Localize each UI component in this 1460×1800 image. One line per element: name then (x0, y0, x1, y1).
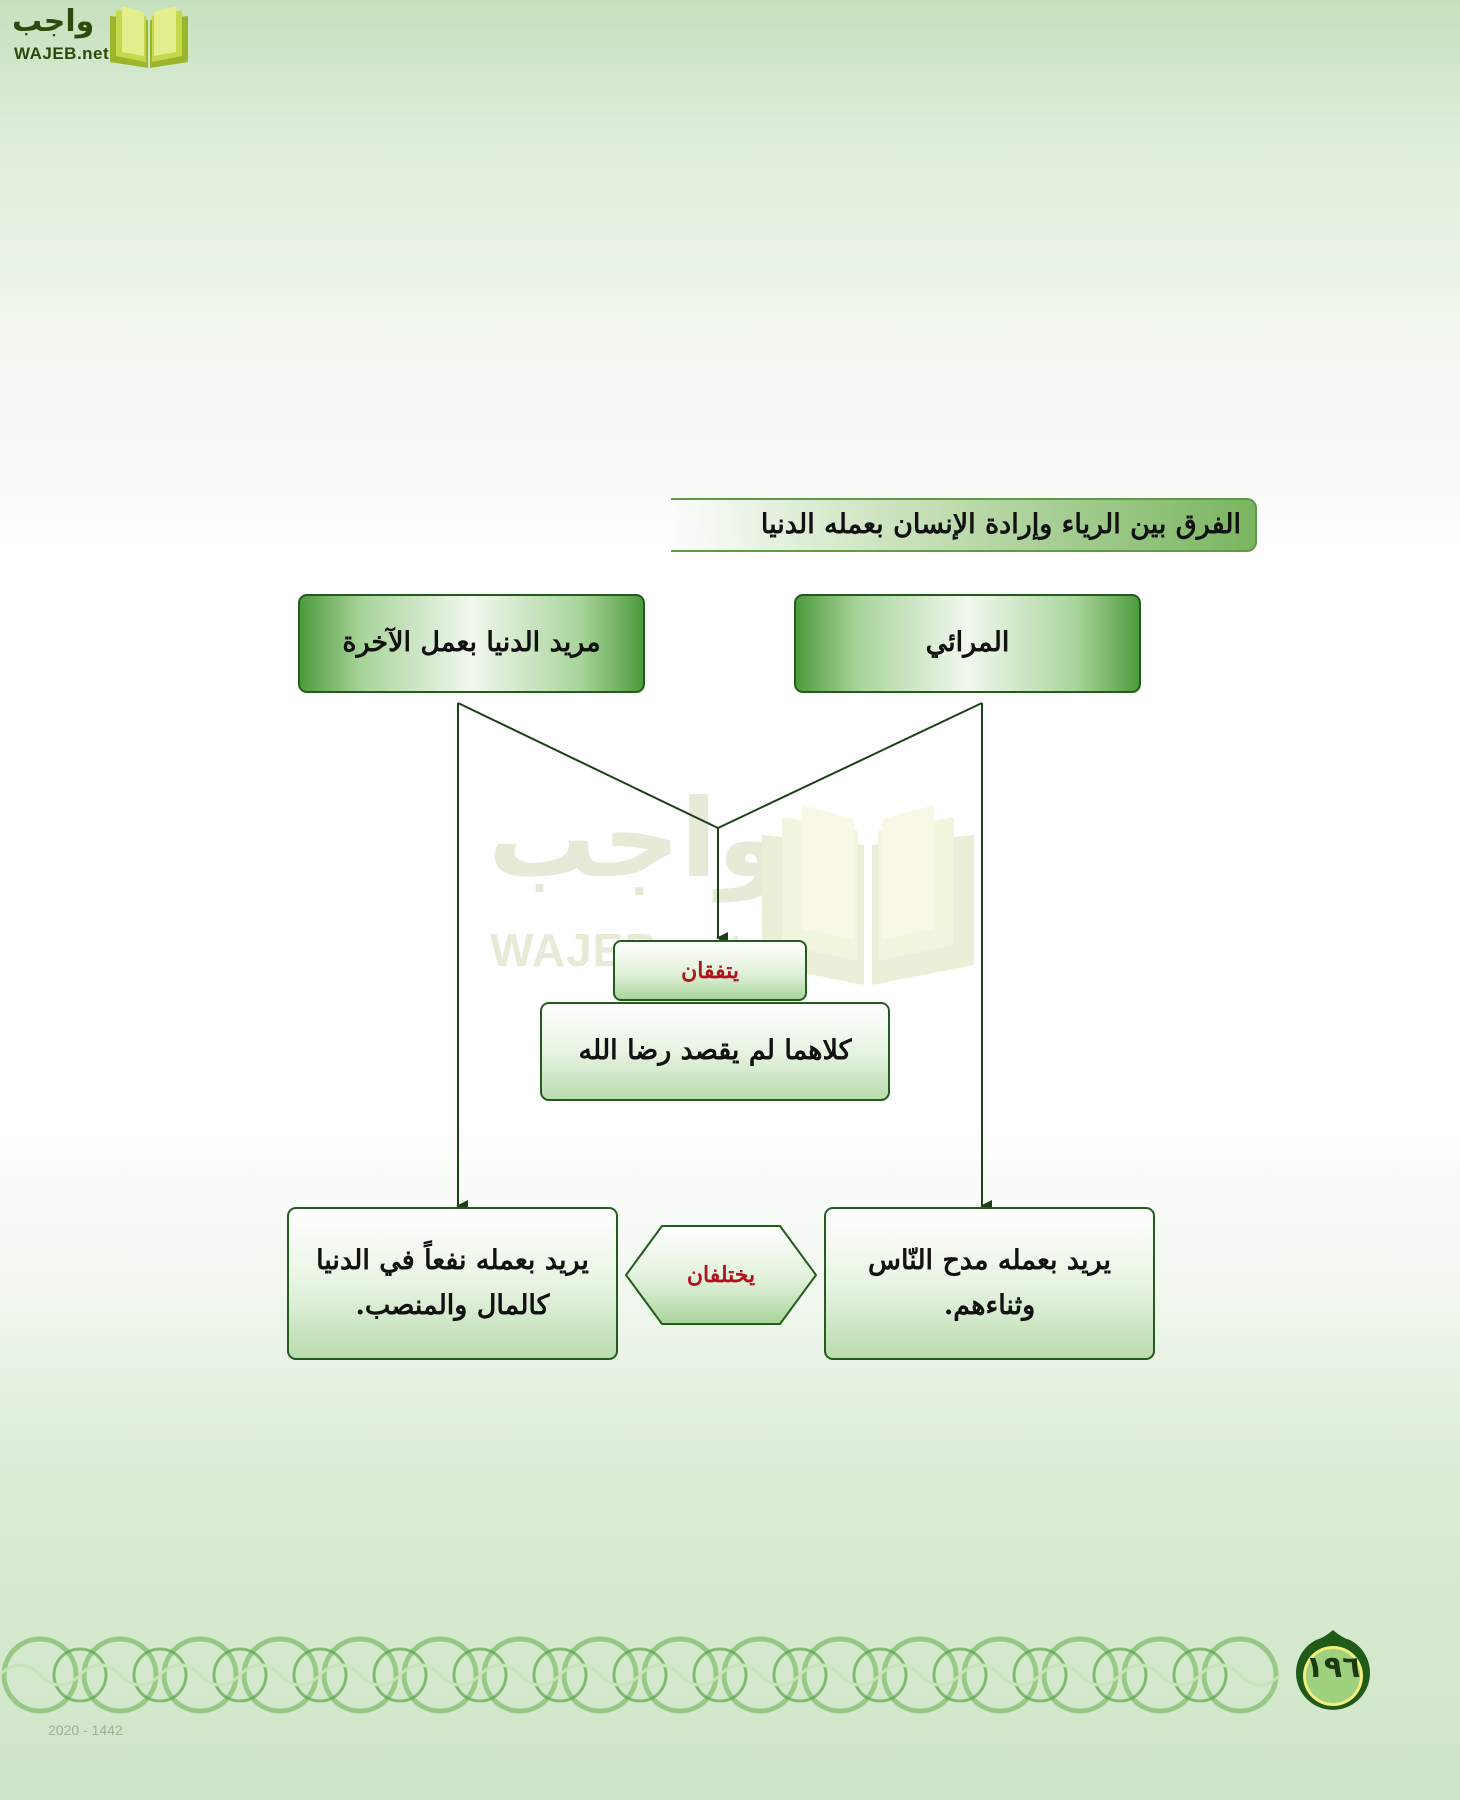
page-number-badge: ١٩٦ (1290, 1628, 1376, 1714)
differ-hexagon (624, 1225, 818, 1325)
node-worldly-label: مريد الدنيا بعمل الآخرة (342, 627, 601, 659)
worldly-goal-line-2: كالمال والمنصب. (355, 1289, 550, 1321)
node-worldly-goal: يريد بعمله نفعاً في الدنيا كالمال والمنص… (287, 1207, 618, 1360)
show-off-goal-line-1: يريد بعمله مدح النّاس (868, 1244, 1111, 1276)
ministry-years: 2020 - 1442 (48, 1722, 123, 1738)
wajeb-logo[interactable]: واجب WAJEB.net (10, 4, 190, 70)
page-number: ١٩٦ (1305, 1650, 1361, 1685)
logo-latin-text: WAJEB.net (14, 44, 110, 63)
connector-worldly-to-center (457, 702, 719, 829)
node-worldly: مريد الدنيا بعمل الآخرة (298, 594, 645, 693)
node-common: كلاهما لم يقصد رضا الله (540, 1002, 890, 1101)
decorative-border (0, 1636, 1282, 1714)
node-show-off-label: المرائي (925, 627, 1010, 659)
book-icon (110, 6, 188, 68)
node-common-label: كلاهما لم يقصد رضا الله (578, 1035, 852, 1067)
connector-show-off-to-center (717, 702, 983, 829)
differ-label: يختلفان (624, 1224, 818, 1326)
differ-label-text: يختلفان (686, 1262, 756, 1288)
page-number-frame (1296, 1630, 1370, 1710)
worldly-goal-line-1: يريد بعمله نفعاً في الدنيا (316, 1244, 589, 1276)
show-off-goal-line-2: وثناءهم. (943, 1289, 1036, 1321)
logo-arabic-text: واجب (12, 4, 95, 39)
node-show-off-goal: يريد بعمله مدح النّاس وثناءهم. (824, 1207, 1155, 1360)
section-title: الفرق بين الرياء وإرادة الإنسان بعمله ال… (670, 498, 1257, 552)
agree-label: يتفقان (613, 940, 807, 1001)
node-show-off: المرائي (794, 594, 1141, 693)
agree-label-text: يتفقان (681, 957, 739, 984)
